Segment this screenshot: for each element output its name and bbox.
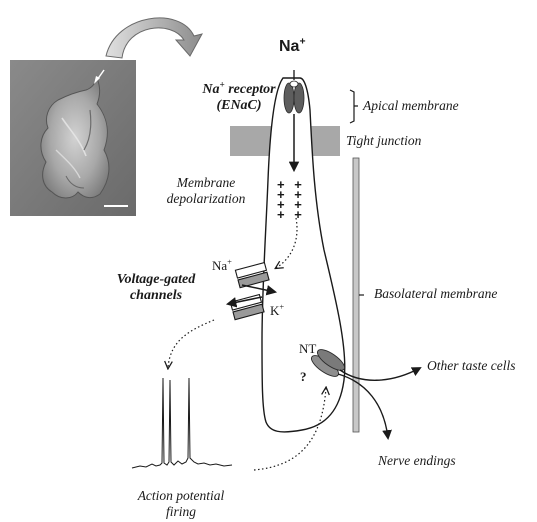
- apical-membrane-label: Apical membrane: [363, 98, 459, 114]
- curved-transition-arrow: [106, 18, 202, 58]
- basolateral-membrane-bar: [353, 158, 359, 432]
- nt-label: NT: [299, 341, 316, 357]
- channel-to-ap-dotted-arrow: [168, 320, 214, 368]
- tight-junction-label: Tight junction: [346, 133, 421, 149]
- unknown-mechanism-label: ?: [300, 369, 307, 385]
- other-taste-cells-label: Other taste cells: [427, 358, 515, 374]
- enac-receptor-label: Na+ receptor (ENaC): [184, 82, 294, 114]
- na-ion-label: Na+: [279, 38, 306, 56]
- voltage-gated-channels-label: Voltage-gated channels: [96, 272, 216, 304]
- apical-membrane-bracket: [350, 90, 358, 123]
- action-potential-trace: [132, 378, 232, 468]
- other-taste-cells-arrow: [340, 368, 420, 380]
- micrograph-image: [10, 60, 136, 216]
- nerve-endings-label: Nerve endings: [378, 453, 456, 469]
- action-potential-firing-label: Action potential firing: [116, 488, 246, 520]
- nerve-endings-arrow: [338, 374, 388, 438]
- k-channel-ion-label: K+: [270, 303, 284, 319]
- membrane-depolarization-label: Membrane depolarization: [156, 175, 256, 207]
- basolateral-membrane-label: Basolateral membrane: [374, 286, 497, 302]
- positive-charges: + + + + + + + +: [277, 180, 313, 220]
